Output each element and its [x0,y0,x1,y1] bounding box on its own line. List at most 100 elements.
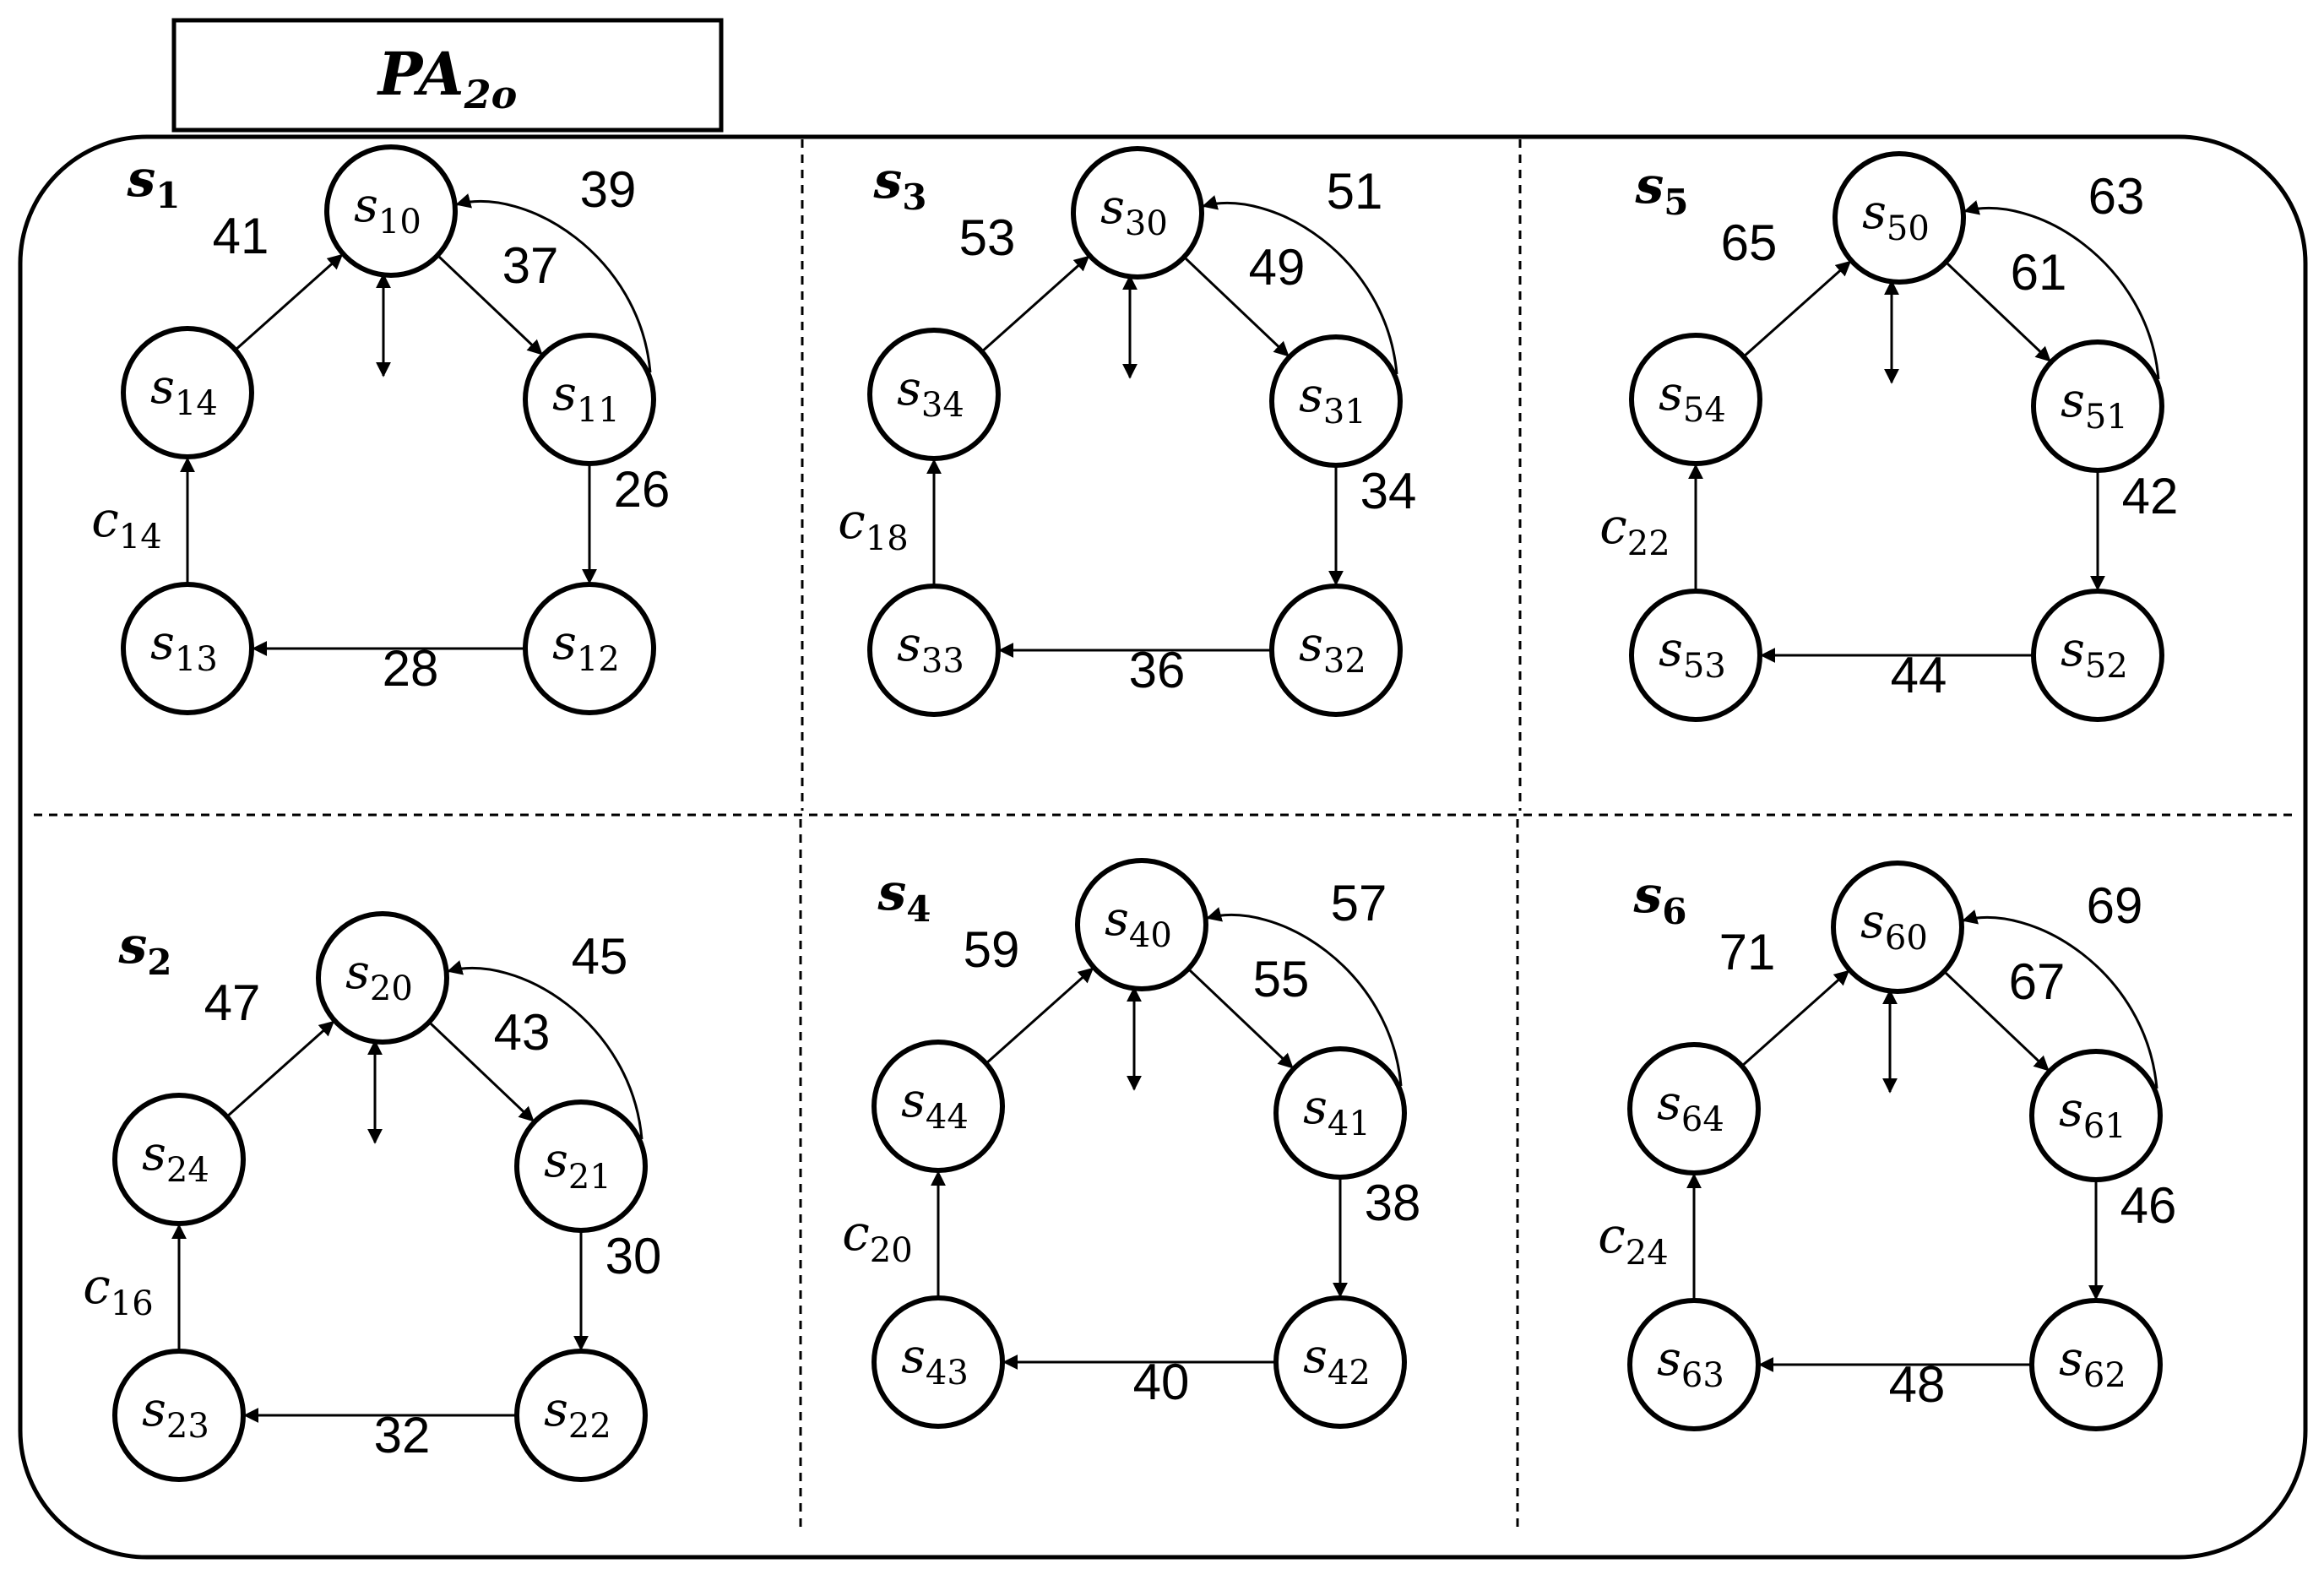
state-label: s64 [1657,1076,1724,1139]
edge-weight: 41 [213,208,269,264]
edge-arrow [985,967,1094,1065]
title-label: PA2o [377,39,518,117]
edge-weight: 26 [614,461,671,518]
edge-weight: 30 [605,1228,662,1284]
state-label: s23 [142,1382,209,1446]
edge-weight: 55 [1253,951,1310,1007]
edge-arrow [437,254,543,356]
edge-cost-label: c14 [91,491,161,556]
state-node: s10 [324,144,458,278]
state-label: s61 [2059,1083,2126,1146]
edge-cost-label: c18 [838,492,908,558]
state-node: s61 [2029,1049,2163,1182]
state-node: s42 [1273,1295,1407,1429]
panel-label: s5 [1634,156,1688,223]
edge-arrow-curved [1962,909,2158,1089]
state-node: s13 [121,582,254,715]
state-node: s64 [1627,1042,1761,1175]
state-label: s60 [1860,894,1928,958]
state-node: s41 [1273,1046,1407,1180]
state-node: s40 [1075,858,1208,991]
edge-weight: 40 [1133,1354,1190,1410]
edge-weight: 38 [1365,1175,1421,1231]
edge-arrow-curved [447,960,643,1140]
edge-weight: 36 [1129,642,1186,698]
edge-weight: 65 [1721,214,1778,271]
state-label: s53 [1659,622,1726,686]
state-node: s22 [514,1349,648,1482]
panel-label: s6 [1632,866,1686,932]
panel-label: s3 [872,151,926,218]
state-node: s32 [1269,584,1403,717]
state-label: s20 [345,945,413,1008]
edge-weight: 53 [959,209,1016,266]
edge-cost-label: c22 [1599,497,1670,563]
state-label: s54 [1659,366,1726,430]
state-label: s52 [2061,622,2128,686]
state-label: s41 [1303,1080,1371,1143]
state-label: s63 [1657,1332,1724,1395]
state-label: s33 [897,617,964,681]
edge-arrow-curved [1206,907,1403,1087]
state-label: s13 [150,616,218,679]
edge-weight: 69 [2087,877,2143,934]
edge-arrow [1943,970,2050,1072]
state-node: s11 [523,333,656,466]
state-node: s21 [514,1099,648,1233]
state-label: s12 [552,616,620,679]
state-label: s21 [544,1133,611,1197]
edge-cost-label: c16 [83,1257,153,1323]
edge-arrow [980,255,1090,353]
title-box: PA2o [171,18,724,133]
state-node: s33 [867,584,1001,717]
state-node: s23 [112,1349,246,1482]
panel-label: s2 [117,916,171,983]
state-label: s31 [1299,368,1366,432]
edge-weight: 57 [1331,875,1387,931]
state-node: s34 [867,328,1001,461]
state-label: s24 [142,1127,209,1190]
state-label: s42 [1303,1329,1371,1393]
edge-weight: 71 [1719,924,1776,980]
state-node: s53 [1629,589,1762,722]
edge-weight: 63 [2088,168,2145,225]
state-node: s51 [2031,339,2164,473]
edge-weight: 32 [374,1407,431,1463]
state-node: s62 [2029,1298,2163,1431]
state-node: s60 [1831,861,1964,994]
state-label: s62 [2059,1332,2126,1395]
state-node: s63 [1627,1298,1761,1431]
edge-weight: 28 [383,640,439,697]
edge-arrow [225,1020,335,1118]
edge-arrow [1183,256,1290,357]
edge-arrow [1742,260,1852,358]
state-label: s44 [901,1073,969,1137]
edge-weight: 37 [502,237,559,294]
state-label: s34 [897,361,964,425]
edge-weight: 46 [2120,1177,2177,1234]
edge-weight: 59 [964,921,1020,978]
state-label: s43 [901,1329,969,1393]
state-label: s14 [150,360,218,423]
edge-arrow-curved [1202,195,1398,375]
panel-label: s1 [126,149,180,216]
state-node: s31 [1269,334,1403,468]
edge-weight: 67 [2009,953,2066,1010]
state-label: s40 [1105,892,1172,955]
state-node: s52 [2031,589,2164,722]
state-node: s12 [523,582,656,715]
edge-cost-label: c20 [842,1204,912,1270]
state-label: s22 [544,1382,611,1446]
edge-arrow-curved [455,193,652,373]
state-label: s30 [1100,180,1168,243]
state-node: s44 [872,1040,1005,1173]
state-node: s54 [1629,333,1762,466]
edge-arrow [1740,969,1850,1067]
state-node: s50 [1833,151,1966,285]
